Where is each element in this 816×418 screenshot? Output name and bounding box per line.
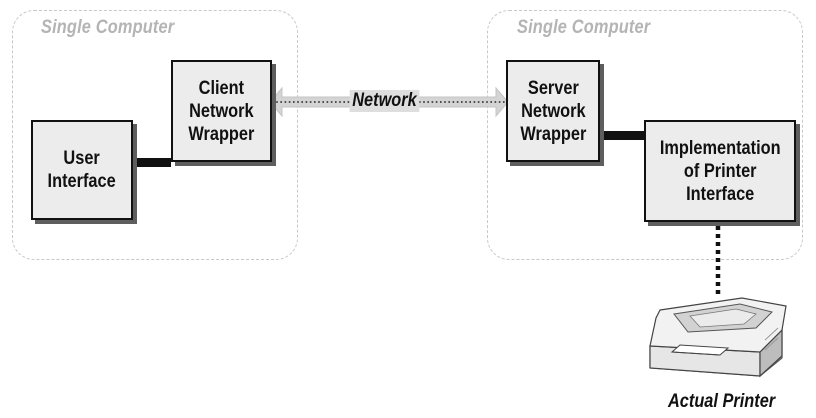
right-computer-region (487, 10, 803, 260)
network-label: Network (349, 90, 420, 112)
user-interface-box: User Interface (31, 120, 133, 220)
actual-printer-label: Actual Printer (668, 391, 776, 412)
server-network-wrapper-text: Server Network Wrapper (519, 77, 586, 145)
implementation-text: Implementation of Printer Interface (659, 137, 781, 205)
server-to-implementation-link (600, 131, 644, 140)
left-computer-label: Single Computer (41, 17, 175, 38)
implementation-box: Implementation of Printer Interface (644, 120, 796, 222)
server-network-wrapper-box: Server Network Wrapper (506, 60, 600, 162)
ui-to-client-link (133, 158, 171, 167)
client-network-wrapper-text: Client Network Wrapper (188, 77, 255, 145)
left-computer-region (12, 10, 298, 260)
printer-icon (649, 297, 787, 378)
user-interface-text: User Interface (47, 148, 117, 192)
client-network-wrapper-box: Client Network Wrapper (171, 60, 272, 162)
right-computer-label: Single Computer (517, 17, 651, 38)
